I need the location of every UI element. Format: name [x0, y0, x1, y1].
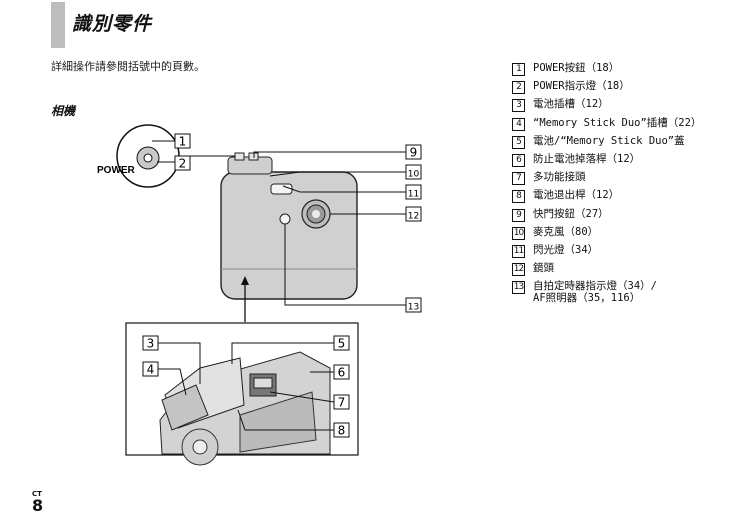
part-number: 13 — [512, 281, 525, 295]
callout-3: 3 — [142, 335, 159, 351]
part-text: 快門按鈕（27） — [533, 207, 609, 220]
svg-text:3: 3 — [147, 337, 155, 351]
part-text: 麥克風（80） — [533, 225, 599, 238]
svg-text:7: 7 — [338, 396, 346, 410]
callout-10: 10 — [405, 164, 422, 180]
svg-text:13: 13 — [408, 303, 419, 313]
part-text: 鏡頭 — [533, 262, 554, 275]
part-number: 11 — [512, 244, 525, 258]
section-title: 相機 — [51, 104, 76, 118]
callout-9: 9 — [405, 144, 422, 160]
parts-list: 1 POWER按鈕（18） 2 POWER指示燈（18） 3 電池插槽（12） 4 “M… — [512, 62, 702, 309]
list-item: 7 多功能接頭 — [512, 172, 701, 190]
part-text: POWER指示燈（18） — [533, 80, 630, 93]
bottom-detail-inset — [125, 322, 359, 466]
list-item: 10 麥克風（80） — [512, 225, 701, 245]
svg-text:6: 6 — [338, 366, 346, 380]
part-number: 7 — [512, 172, 525, 186]
part-text: 電池/“Memory Stick Duo”蓋 — [533, 134, 685, 147]
part-text: 防止電池掉落桿（12） — [533, 152, 641, 165]
callout-boxes: 1 2 9 10 11 12 13 3 4 5 6 7 8 — [142, 133, 422, 438]
svg-text:4: 4 — [147, 363, 155, 377]
callout-12: 12 — [405, 206, 422, 222]
part-text: 自拍定時器指示燈（34）/ AF照明器（35，116） — [533, 280, 657, 304]
language-code: CT — [32, 490, 42, 498]
callout-4: 4 — [142, 361, 159, 377]
svg-text:10: 10 — [408, 170, 420, 180]
bottom-leader-lines — [158, 342, 335, 431]
power-detail-inset: POWER — [97, 124, 237, 188]
callout-5: 5 — [333, 335, 350, 351]
page-title: 識別零件 — [72, 13, 153, 35]
callout-13: 13 — [405, 297, 422, 313]
part-number: 3 — [512, 99, 525, 113]
part-number: 5 — [512, 135, 525, 149]
svg-text:2: 2 — [179, 157, 187, 171]
part-number: 8 — [512, 190, 525, 204]
svg-text:1: 1 — [179, 135, 187, 149]
list-item: 9 快門按鈕（27） — [512, 207, 701, 227]
list-item: 3 電池插槽（12） — [512, 99, 701, 117]
list-item: 1 POWER按鈕（18） — [512, 62, 701, 81]
part-text: 多功能接頭 — [533, 171, 586, 184]
svg-text:11: 11 — [408, 190, 419, 200]
list-item: 6 防止電池掉落桿（12） — [512, 152, 701, 172]
svg-text:9: 9 — [410, 146, 418, 160]
front-leader-lines — [253, 151, 406, 306]
svg-text:12: 12 — [408, 212, 419, 222]
title-accent-bar — [51, 2, 65, 48]
callout-7: 7 — [333, 394, 350, 410]
list-item: 8 電池退出桿（12） — [512, 190, 701, 208]
part-number: 2 — [512, 81, 525, 95]
part-text: “Memory Stick Duo”插槽（22） — [533, 116, 702, 129]
page-number-value: 8 — [32, 496, 44, 515]
part-number: 1 — [512, 63, 525, 76]
callout-8: 8 — [333, 422, 350, 438]
part-text: 閃光燈（34） — [533, 243, 599, 256]
page-number: CT 8 — [32, 491, 43, 514]
part-number: 10 — [512, 226, 525, 240]
callout-1: 1 — [174, 133, 191, 149]
list-item: 4 “Memory Stick Duo”插槽（22） — [512, 116, 702, 136]
list-item: 5 電池/“Memory Stick Duo”蓋 — [512, 134, 701, 154]
svg-text:5: 5 — [338, 337, 346, 351]
list-item: 13 自拍定時器指示燈（34）/ AF照明器（35，116） — [512, 281, 701, 309]
part-text: 電池插槽（12） — [533, 98, 609, 111]
callout-6: 6 — [333, 364, 350, 380]
part-number: 12 — [512, 263, 525, 277]
part-number: 6 — [512, 153, 525, 167]
power-label: POWER — [97, 165, 136, 176]
list-item: 11 閃光燈（34） — [512, 243, 701, 263]
part-number: 4 — [512, 117, 525, 131]
callout-2: 2 — [174, 155, 191, 171]
callout-11: 11 — [405, 184, 422, 200]
list-item: 2 POWER指示燈（18） — [512, 81, 701, 99]
part-number: 9 — [512, 208, 525, 222]
intro-text: 詳細操作請參閱括號中的頁數。 — [51, 60, 205, 73]
list-item: 12 鏡頭 — [512, 263, 701, 281]
camera-front — [220, 152, 358, 322]
part-text: 電池退出桿（12） — [533, 189, 620, 202]
svg-text:8: 8 — [338, 424, 346, 438]
part-text: POWER按鈕（18） — [533, 62, 620, 74]
